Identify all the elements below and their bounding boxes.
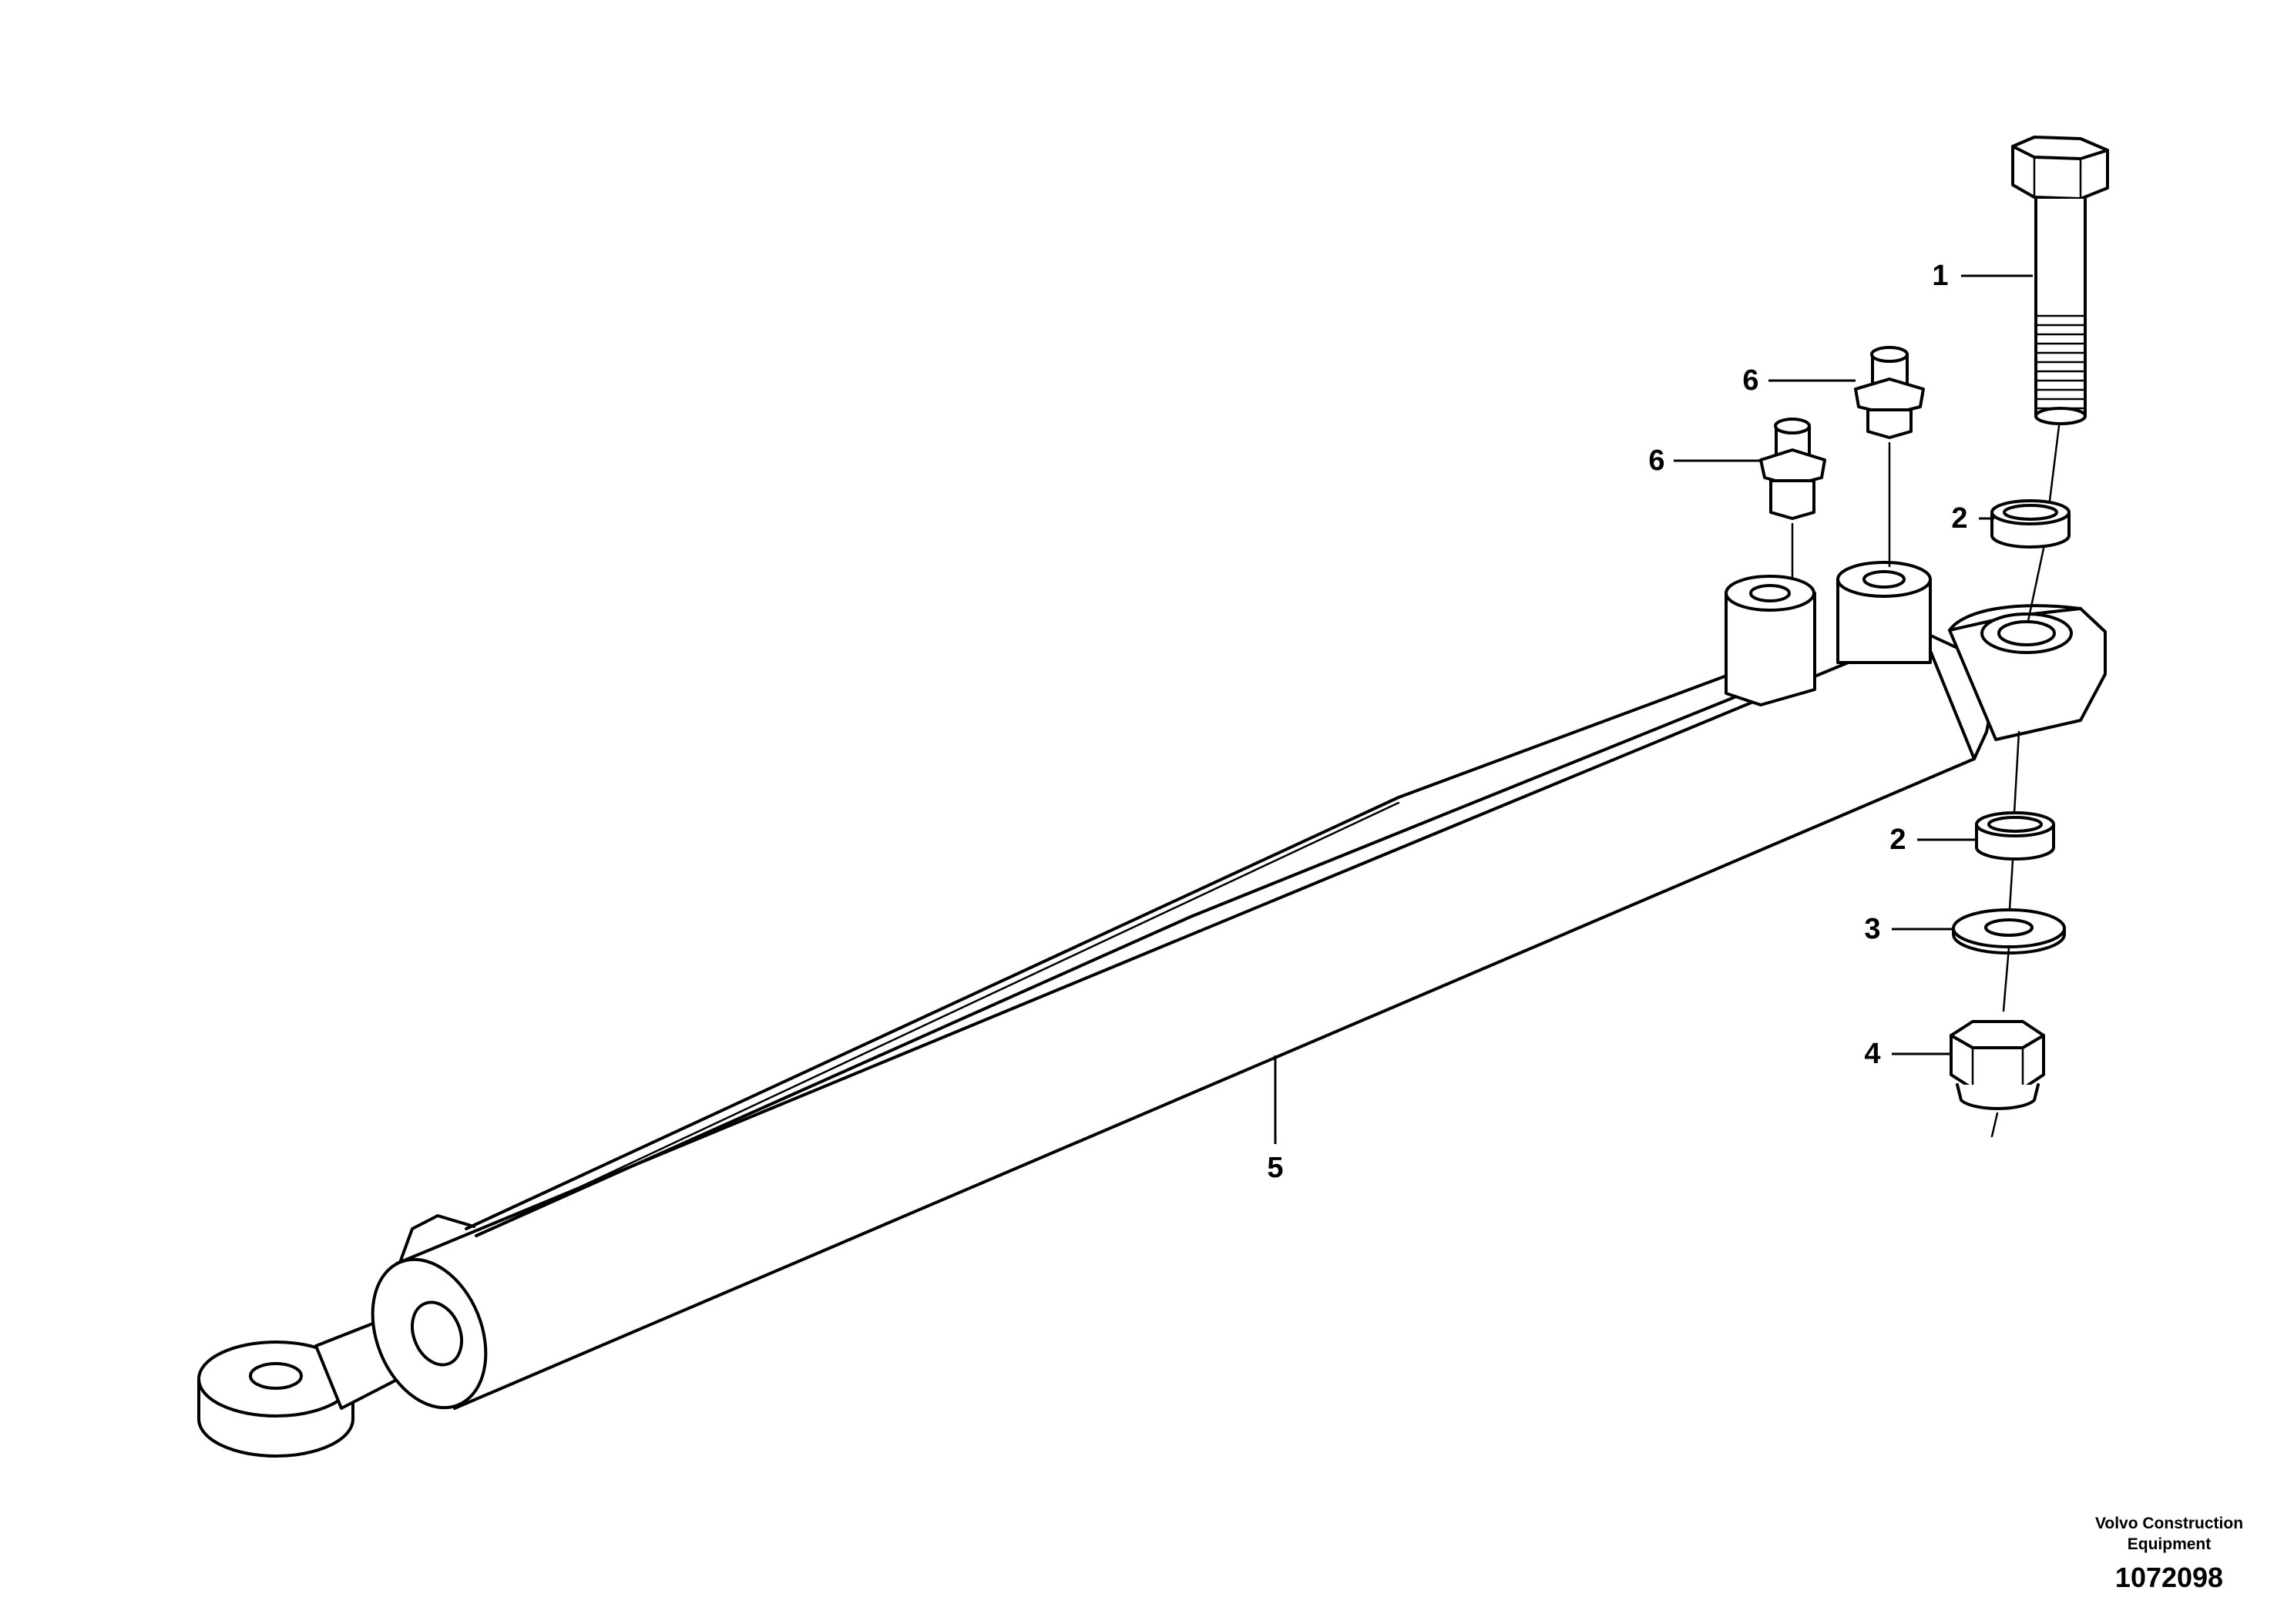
callout-3: 3 [1864, 913, 1880, 945]
port-front [1836, 561, 1932, 664]
callout-2-upper: 2 [1951, 502, 1967, 535]
callout-6-rear: 6 [1648, 445, 1664, 477]
rod-end-eye [197, 1340, 354, 1458]
lock-nut [1950, 1020, 2045, 1111]
callout-6-front: 6 [1742, 364, 1758, 397]
port-rear [1725, 575, 1816, 706]
callout-2-lower: 2 [1889, 824, 1906, 856]
rear-mounting-eye [1948, 604, 2107, 741]
nipple-rear [1759, 418, 1826, 520]
footer-brand: Volvo Construction Equipment 1072098 [2095, 1515, 2243, 1593]
nipple-front [1854, 346, 1925, 439]
brand-line-2: Equipment [2128, 1535, 2212, 1553]
washer [1952, 908, 2066, 955]
assembly-axis-lines [1791, 424, 2061, 1138]
callout-5: 5 [1267, 1152, 1283, 1184]
bushing-upper [1990, 499, 2071, 549]
cylinder-barrel [371, 630, 1997, 1410]
document-number: 1072098 [2115, 1562, 2223, 1593]
hydraulic-cylinder [197, 561, 2107, 1458]
leader-lines [1274, 274, 2033, 1144]
callout-labels: 1 2 2 3 4 5 6 6 [1267, 260, 1967, 1184]
bolt [2011, 136, 2109, 425]
callout-4: 4 [1864, 1038, 1880, 1070]
bushing-lower [1975, 811, 2055, 861]
callout-1: 1 [1932, 260, 1948, 292]
brand-line-1: Volvo Construction [2095, 1515, 2243, 1532]
